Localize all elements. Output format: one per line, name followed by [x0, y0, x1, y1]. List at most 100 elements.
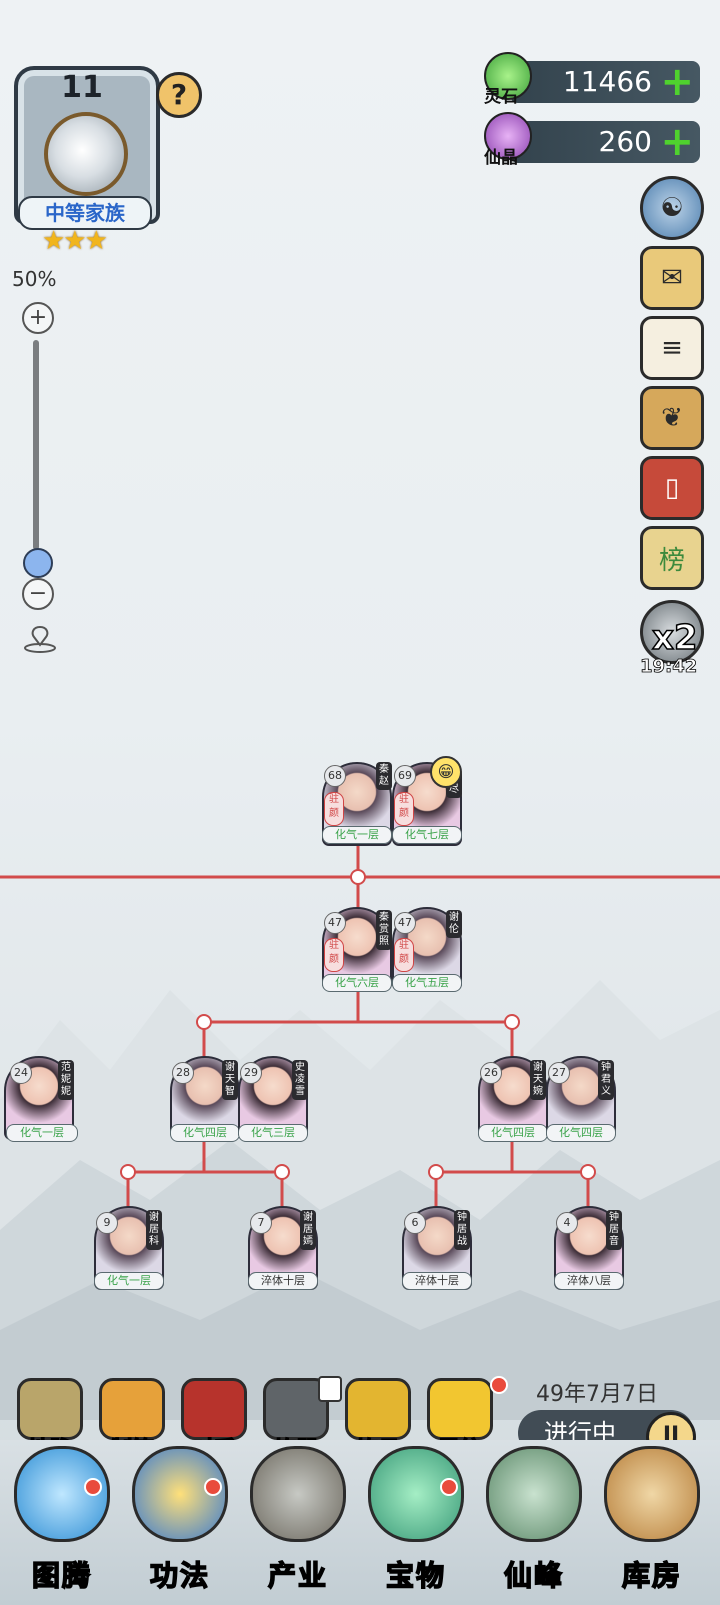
member-name: 谢居科 [146, 1210, 162, 1250]
member-rank: 化气一层 [6, 1124, 78, 1142]
red-book-icon[interactable]: ▯ [640, 456, 704, 520]
nav-label: 宝物 [385, 1558, 446, 1593]
nav-totem[interactable]: 图腾 [6, 1446, 118, 1596]
member-age: 9 [96, 1212, 118, 1234]
spirit-pattern-icon [427, 1378, 493, 1440]
member-name: 史凌雪 [292, 1060, 308, 1100]
lock-icon [318, 1376, 342, 1402]
member-age: 29 [240, 1062, 262, 1084]
notification-dot [440, 1478, 458, 1496]
preserve-youth-tag: 驻颜 [394, 938, 414, 972]
member-name: 范妮妮 [58, 1060, 74, 1100]
member-rank: 化气五层 [392, 974, 462, 992]
member-age: 47 [394, 912, 416, 934]
nav-label: 产业 [267, 1558, 328, 1593]
zoom-in-button[interactable]: + [22, 302, 54, 334]
spirit-stone-bar: 11466 + [510, 61, 700, 103]
earth-vein-icon [17, 1378, 83, 1440]
industry-icon [250, 1446, 346, 1542]
notification-dot [490, 1376, 508, 1394]
member-rank: 化气六层 [322, 974, 392, 992]
member-name: 秦赵 [376, 762, 392, 790]
nav-treasure[interactable]: 宝物 [360, 1446, 472, 1596]
member-name: 谢伦 [446, 910, 462, 938]
member-rank: 化气四层 [478, 1124, 548, 1142]
member-name: 钟君义 [598, 1060, 614, 1100]
member-name: 谢天婉 [530, 1060, 546, 1100]
member-rank: 化气四层 [170, 1124, 240, 1142]
member-name: 钟居战 [454, 1210, 470, 1250]
member-age: 27 [548, 1062, 570, 1084]
add-spirit-stone-button[interactable]: + [660, 59, 694, 105]
storehouse-icon [604, 1446, 700, 1542]
immortal-crystal-value: 260 [598, 125, 652, 158]
zoom-percent: 50% [12, 267, 57, 291]
zoom-out-button[interactable]: − [22, 578, 54, 610]
member-rank: 淬体八层 [554, 1272, 624, 1290]
game-date: 49年7月7日 [536, 1382, 658, 1407]
decree-scroll-icon[interactable]: ❦ [640, 386, 704, 450]
member-rank: 化气七层 [392, 826, 462, 844]
family-rank-name: 中等家族 [18, 196, 152, 230]
member-age: 69 [394, 765, 416, 787]
member-age: 24 [10, 1062, 32, 1084]
nav-peak[interactable]: 仙峰 [478, 1446, 590, 1596]
immortal-crystal-label: 仙晶 [484, 148, 518, 168]
zoom-slider-track[interactable] [33, 340, 39, 550]
member-rank: 化气四层 [546, 1124, 616, 1142]
nav-label: 图腾 [31, 1558, 92, 1593]
family-stars: ★★★ [42, 226, 108, 256]
nav-label: 功法 [149, 1558, 210, 1593]
alchemy-furnace-icon [345, 1378, 411, 1440]
treasure-icon [368, 1446, 464, 1542]
preserve-youth-tag: 驻颜 [394, 792, 414, 826]
plaque-icon[interactable]: 榜 [640, 526, 704, 590]
nav-label: 仙峰 [503, 1558, 564, 1593]
nav-label: 库房 [621, 1558, 682, 1593]
member-age: 47 [324, 912, 346, 934]
member-name: 谢居嫣 [300, 1210, 316, 1250]
member-rank: 化气三层 [238, 1124, 308, 1142]
family-level: 11 [61, 70, 103, 105]
member-rank: 淬体十层 [402, 1272, 472, 1290]
bottom-nav-bar [0, 1440, 720, 1605]
preserve-youth-tag: 驻颜 [324, 938, 344, 972]
member-rank: 化气一层 [322, 826, 392, 844]
letter-icon[interactable]: ≡ [640, 316, 704, 380]
notification-dot [84, 1478, 102, 1496]
grin-emoji-icon: 😁 [430, 756, 462, 788]
member-rank: 淬体十层 [248, 1272, 318, 1290]
immortal-crystal-icon [484, 112, 532, 160]
member-age: 28 [172, 1062, 194, 1084]
spirit-stone-value: 11466 [562, 65, 652, 98]
settings-gear-icon[interactable]: ☯ [640, 176, 704, 240]
spirit-stone-icon [484, 52, 532, 100]
member-age: 68 [324, 765, 346, 787]
add-immortal-crystal-button[interactable]: + [660, 119, 694, 165]
map-scroll-icon[interactable]: ✉ [640, 246, 704, 310]
zoom-slider-thumb[interactable] [23, 548, 53, 578]
totem-icon [14, 1446, 110, 1542]
member-age: 6 [404, 1212, 426, 1234]
nav-storehouse[interactable]: 库房 [596, 1446, 708, 1596]
member-name: 钟居音 [606, 1210, 622, 1250]
preserve-youth-tag: 驻颜 [324, 792, 344, 826]
member-name: 谢天智 [222, 1060, 238, 1100]
immortal-crystal-bar: 260 + [510, 121, 700, 163]
member-name: 秦赏照 [376, 910, 392, 950]
rival-gate-icon [181, 1378, 247, 1440]
member-age: 4 [556, 1212, 578, 1234]
help-button[interactable]: ? [156, 72, 202, 118]
speed-multiplier: x2 [651, 617, 698, 659]
locate-icon[interactable] [22, 625, 58, 653]
nav-industry[interactable]: 产业 [242, 1446, 354, 1596]
talisman-icon [99, 1378, 165, 1440]
peak-icon [486, 1446, 582, 1542]
family-orb-icon [44, 112, 128, 196]
member-rank: 化气一层 [94, 1272, 164, 1290]
nav-technique[interactable]: 功法 [124, 1446, 236, 1596]
spirit-stone-label: 灵石 [484, 87, 518, 107]
technique-icon [132, 1446, 228, 1542]
speed-clock-icon[interactable] [640, 600, 704, 664]
speed-timer: 19:42 [640, 656, 698, 678]
